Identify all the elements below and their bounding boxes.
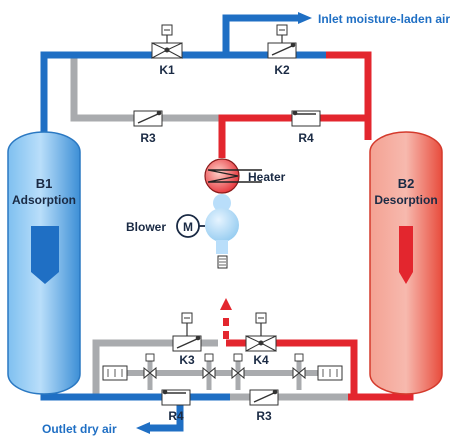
check-valve-2-icon bbox=[202, 353, 216, 380]
valve-k3: K3 bbox=[172, 312, 202, 367]
r3-top-label: R3 bbox=[140, 131, 156, 145]
outlet-label: Outlet dry air bbox=[42, 422, 117, 436]
k3-label: K3 bbox=[179, 353, 195, 367]
red-top-right-pipe bbox=[218, 51, 372, 158]
valve-r4-top: R4 bbox=[291, 110, 321, 145]
outlet-arrow-icon bbox=[136, 422, 150, 434]
check-valve-4-icon bbox=[292, 353, 306, 380]
valve-k4: K4 bbox=[245, 312, 277, 367]
valve-r3-top: R3 bbox=[133, 110, 163, 145]
r3-bottom-label: R3 bbox=[256, 409, 272, 423]
motor-symbol: M bbox=[183, 220, 193, 234]
r4-top-valve-icon bbox=[291, 110, 321, 127]
tower-left-down-arrow-icon bbox=[31, 226, 59, 284]
red-up-arrow-icon bbox=[220, 298, 232, 310]
blower-label: Blower bbox=[126, 220, 166, 234]
valve-k1: K1 bbox=[151, 24, 183, 77]
red-bottom-pipe bbox=[226, 339, 358, 401]
tower-right-mode: Desorption bbox=[374, 193, 437, 207]
top-gray-pipe bbox=[70, 58, 216, 122]
tower-right-down-arrow-icon bbox=[399, 226, 413, 284]
k4-label: K4 bbox=[253, 353, 269, 367]
blue-outlet-pipe bbox=[146, 397, 184, 432]
tower-left-name: B1 bbox=[36, 176, 53, 191]
inlet-label: Inlet moisture-laden air bbox=[318, 12, 450, 26]
tower-left-mode: Adsorption bbox=[12, 193, 76, 207]
blue-bottom-pipe bbox=[40, 390, 230, 401]
tower-left: B1 Adsorption bbox=[7, 131, 81, 395]
heater-coil-icon bbox=[207, 169, 262, 183]
r4-bottom-valve-icon bbox=[161, 389, 191, 406]
k2-label: K2 bbox=[274, 63, 290, 77]
r4-bottom-label: R4 bbox=[168, 409, 184, 423]
tower-right-name: B2 bbox=[398, 176, 415, 191]
inlet-arrow-icon bbox=[298, 12, 312, 24]
k1-label: K1 bbox=[159, 63, 175, 77]
valve-r4-bottom: R4 bbox=[161, 389, 191, 423]
heater: Heater bbox=[204, 158, 286, 194]
r4-top-label: R4 bbox=[298, 131, 314, 145]
valve-k2: K2 bbox=[267, 24, 297, 77]
valve-r3-bottom: R3 bbox=[249, 389, 279, 423]
check-valve-1-icon bbox=[143, 353, 157, 380]
blower: M Blower bbox=[126, 194, 239, 269]
heater-label: Heater bbox=[248, 170, 286, 184]
check-valve-3-icon bbox=[231, 353, 245, 380]
tower-right: B2 Desorption bbox=[369, 131, 443, 395]
manifold-fittings bbox=[102, 353, 343, 381]
